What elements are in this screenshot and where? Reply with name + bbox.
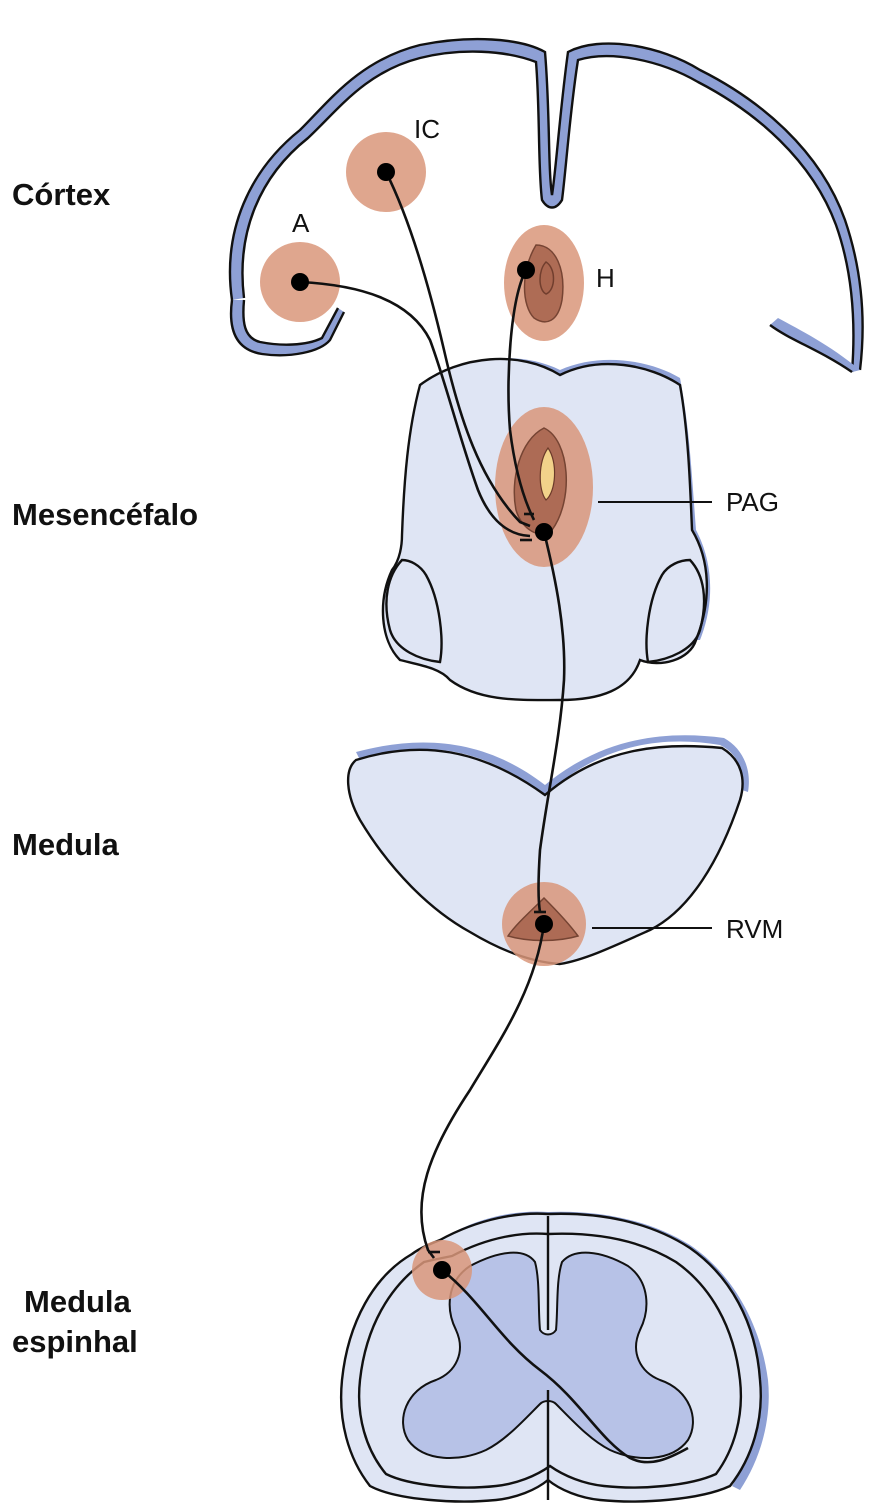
cell-ic (377, 163, 395, 181)
level-label-spinal-line2: espinhal (12, 1324, 138, 1359)
level-label-cortex: Córtex (12, 177, 111, 212)
level-label-spinal-line1: Medula (24, 1284, 132, 1319)
spinal-cord-section (341, 1212, 769, 1502)
cell-a (291, 273, 309, 291)
axon-rvm-to-spinal (421, 924, 544, 1258)
cell-pag (535, 523, 553, 541)
cell-h (517, 261, 535, 279)
cell-dorsal-horn (433, 1261, 451, 1279)
region-label-h: H (596, 263, 615, 293)
nucleus-h (504, 225, 584, 341)
region-label-a: A (292, 208, 310, 238)
level-label-medulla: Medula (12, 827, 120, 862)
region-label-rvm: RVM (726, 914, 783, 944)
region-label-ic: IC (414, 114, 440, 144)
level-label-midbrain: Mesencéfalo (12, 497, 198, 532)
nuclei (260, 132, 593, 1300)
cell-rvm (535, 915, 553, 933)
region-label-pag: PAG (726, 487, 779, 517)
